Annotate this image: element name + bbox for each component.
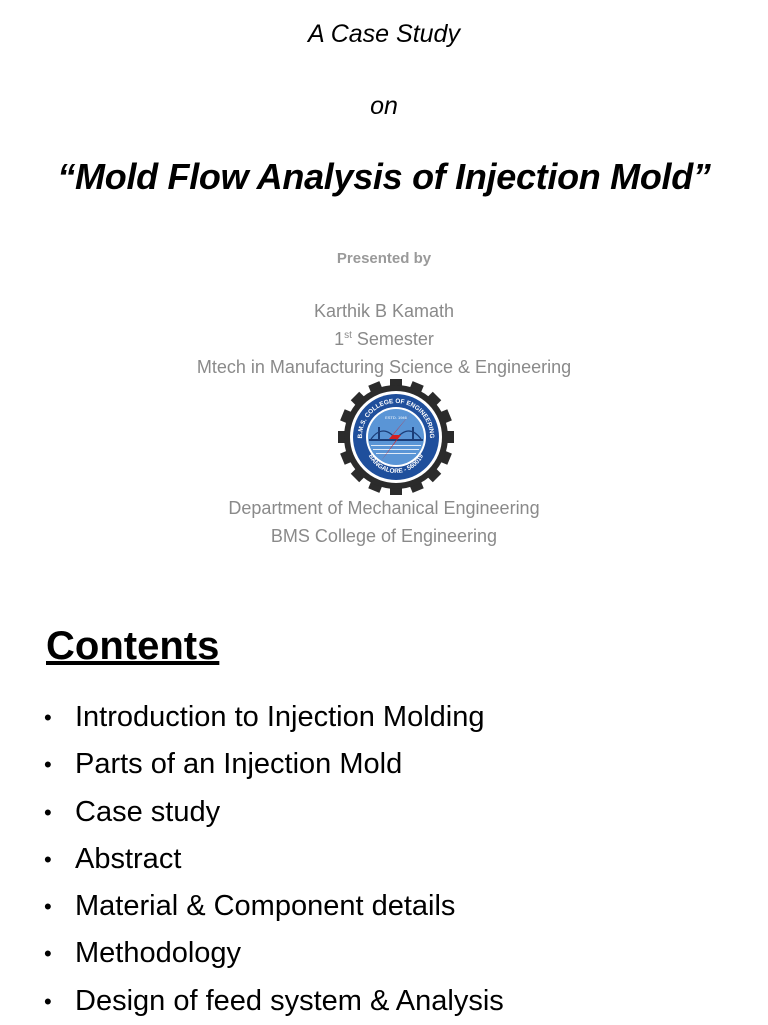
contents-heading: Contents	[46, 624, 220, 668]
bullet-icon: •	[44, 799, 52, 825]
contents-item: • Case study	[44, 789, 504, 836]
case-study-label: A Case Study	[308, 20, 460, 48]
contents-item: • Abstract	[44, 836, 504, 883]
contents-item-text: Abstract	[75, 842, 182, 875]
semester-word: Semester	[356, 329, 434, 349]
lightning-bolt-icon	[381, 413, 411, 461]
contents-item-text: Methodology	[75, 937, 242, 970]
contents-item-text: Parts of an Injection Mold	[75, 748, 403, 781]
contents-item: • Methodology	[44, 930, 504, 977]
department-name: Department of Mechanical Engineering	[228, 498, 540, 518]
contents-item: • Introduction to Injection Molding	[44, 694, 504, 741]
bullet-icon: •	[44, 705, 52, 730]
contents-item-text: Material & Component details	[75, 890, 456, 923]
semester-line: 1st Semester	[0, 329, 768, 350]
bullet-icon: •	[44, 846, 52, 872]
college-name: BMS College of Engineering	[270, 526, 498, 546]
slide-title: “Mold Flow Analysis of Injection Mold”	[57, 156, 711, 197]
contents-item: • Material & Component details	[44, 883, 504, 930]
on-label: on	[370, 92, 398, 120]
bullet-icon: •	[44, 988, 52, 1014]
contents-item: • Design of feed system & Analysis	[44, 978, 504, 1025]
college-logo-icon: B.M.S. COLLEGE OF ENGINEERING BANGALORE …	[338, 379, 454, 495]
author-name: Karthik B Kamath	[313, 301, 455, 321]
presented-by-label: Presented by	[336, 250, 432, 267]
program-name: Mtech in Manufacturing Science & Enginee…	[196, 357, 572, 377]
contents-item-text: Introduction to Injection Molding	[75, 701, 485, 733]
contents-item-text: Case study	[75, 795, 221, 828]
bullet-icon: •	[44, 894, 52, 920]
title-slide: A Case Study on “Mold Flow Analysis of I…	[0, 20, 768, 546]
semester-suffix: st	[344, 330, 352, 341]
bullet-icon: •	[44, 941, 52, 967]
contents-item: • Parts of an Injection Mold	[44, 741, 504, 788]
logo-estd-text: ESTD. 1946	[385, 415, 408, 420]
bullet-icon: •	[44, 752, 52, 778]
contents-list: • Introduction to Injection Molding • Parts…	[44, 694, 504, 1025]
semester-number: 1	[334, 329, 345, 349]
contents-item-text: Design of feed system & Analysis	[75, 984, 504, 1017]
